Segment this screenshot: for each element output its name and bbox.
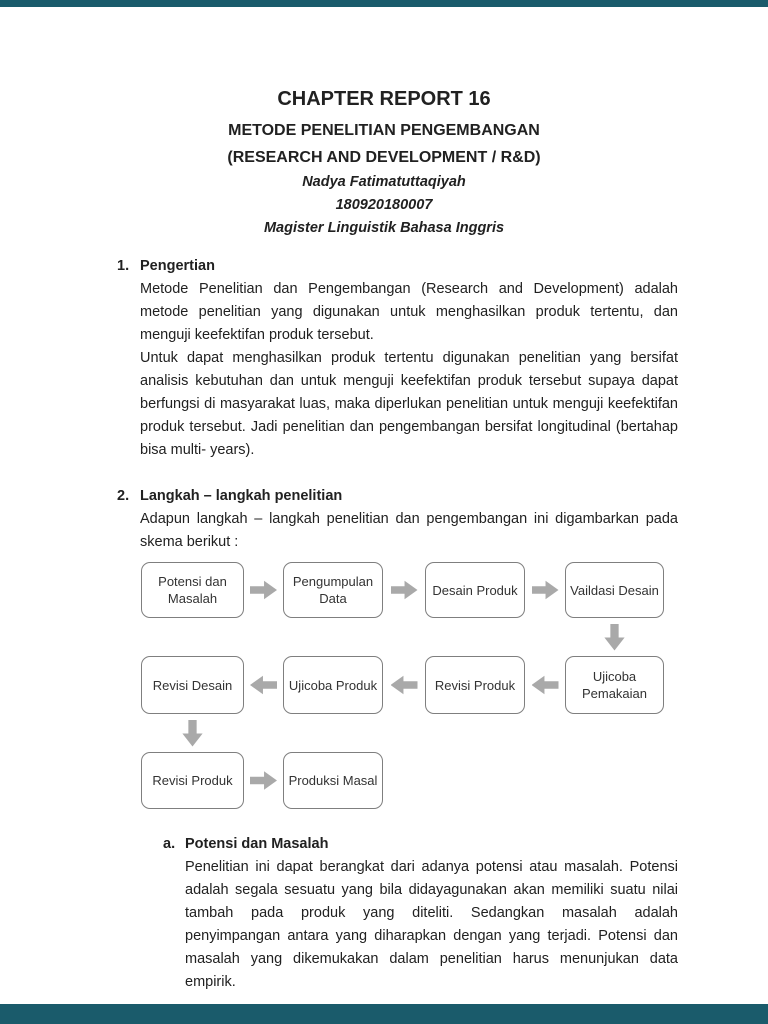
paragraph: Adapun langkah – langkah penelitian dan … [140, 511, 678, 550]
rd-flowchart: Potensi dan Masalah Pengumpulan Data Des… [141, 562, 768, 809]
section-pengertian: 1. Pengertian Metode Penelitian dan Peng… [117, 255, 678, 462]
document-page: CHAPTER REPORT 16 METODE PENELITIAN PENG… [0, 7, 768, 1004]
program-name: Magister Linguistik Bahasa Inggris [263, 220, 505, 236]
flow-box-ujicoba-pemakaian: Ujicoba Pemakaian [565, 656, 664, 714]
section-heading: Pengertian [140, 258, 215, 274]
flow-box-revisi-produk-2: Revisi Produk [141, 752, 244, 809]
arrow-down-icon [604, 623, 625, 651]
subsection-letter: a. [163, 836, 176, 852]
paragraph: Penelitian ini dapat berangkat dari adan… [185, 859, 678, 990]
arrow-right-icon [250, 580, 277, 600]
doc-subtitle-line1: METODE PENELITIAN PENGEMBANGAN [228, 122, 540, 139]
subsection-heading: Potensi dan Masalah [185, 836, 329, 852]
paragraph: Metode Penelitian dan Pengembangan (Rese… [140, 281, 678, 343]
document-header: CHAPTER REPORT 16 METODE PENELITIAN PENG… [0, 7, 768, 240]
doc-subtitle-line2: (RESEARCH AND DEVELOPMENT / R&D) [227, 149, 541, 166]
flow-box-ujicoba-produk: Ujicoba Produk [283, 656, 383, 714]
flow-box-vaildasi-desain: Vaildasi Desain [565, 562, 664, 618]
subsection-potensi-dan-masalah: a. Potensi dan Masalah Penelitian ini da… [163, 833, 678, 994]
page-title: CHAPTER REPORT 16 [277, 88, 491, 110]
student-id: 180920180007 [335, 197, 433, 213]
section-langkah: 2. Langkah – langkah penelitian Adapun l… [117, 485, 678, 554]
flow-box-potensi-dan-masalah: Potensi dan Masalah [141, 562, 244, 618]
arrow-right-icon [250, 771, 277, 790]
flow-box-pengumpulan-data: Pengumpulan Data [283, 562, 383, 618]
viewer-top-bar [0, 0, 768, 7]
flow-box-revisi-desain: Revisi Desain [141, 656, 244, 714]
arrow-right-icon [531, 580, 559, 600]
author-name: Nadya Fatimatuttaqiyah [302, 174, 466, 190]
section-heading: Langkah – langkah penelitian [140, 488, 343, 504]
viewer-bottom-bar [0, 1004, 768, 1024]
arrow-left-icon [531, 675, 559, 695]
arrow-down-icon [182, 719, 203, 747]
flow-box-revisi-produk: Revisi Produk [425, 656, 525, 714]
section-number: 1. [117, 258, 130, 274]
arrow-right-icon [390, 580, 418, 600]
flow-box-desain-produk: Desain Produk [425, 562, 525, 618]
arrow-left-icon [250, 675, 277, 695]
flow-box-produksi-masal: Produksi Masal [283, 752, 383, 809]
paragraph: Untuk dapat menghasilkan produk tertentu… [140, 350, 678, 458]
arrow-left-icon [390, 675, 418, 695]
section-number: 2. [117, 488, 130, 504]
